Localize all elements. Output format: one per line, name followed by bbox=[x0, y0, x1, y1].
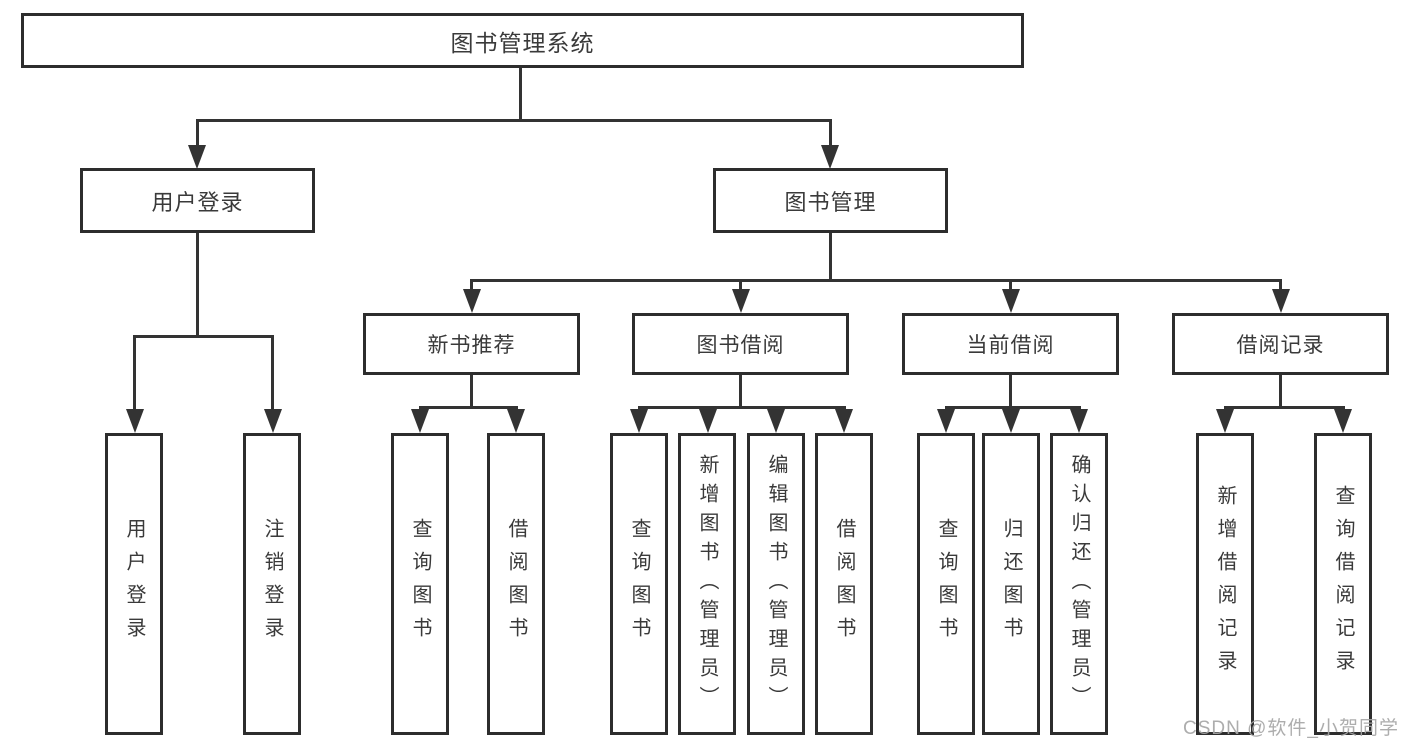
leaf-user-login-label: 用户登录 bbox=[123, 518, 145, 650]
leaf-add-borrow-record-label: 新增借阅记录 bbox=[1214, 485, 1236, 683]
connector-line bbox=[470, 279, 473, 291]
connector-line bbox=[1224, 406, 1345, 409]
leaf-recommend-borrow-books: 借阅图书 bbox=[487, 433, 545, 735]
connector-line bbox=[1279, 375, 1282, 409]
leaf-edit-books-admin-label: 编辑图书（管理员） bbox=[765, 453, 787, 715]
connector-line bbox=[133, 335, 274, 338]
leaf-return-books: 归还图书 bbox=[982, 433, 1040, 735]
arrowhead-down-icon bbox=[126, 409, 144, 433]
leaf-user-login: 用户登录 bbox=[105, 433, 163, 735]
node-borrow-records-label: 借阅记录 bbox=[1236, 334, 1325, 357]
watermark: CSDN @软件_小贺同学 bbox=[1183, 718, 1399, 739]
connector-line bbox=[1009, 375, 1012, 409]
leaf-confirm-return-admin: 确认归还（管理员） bbox=[1050, 433, 1108, 735]
node-current-borrow: 当前借阅 bbox=[902, 313, 1119, 375]
connector-line bbox=[196, 233, 199, 338]
node-current-borrow-label: 当前借阅 bbox=[966, 334, 1055, 357]
connector-line bbox=[739, 375, 742, 409]
leaf-query-borrow-record-label: 查询借阅记录 bbox=[1332, 485, 1354, 683]
leaf-borrow-query-books-label: 查询图书 bbox=[628, 518, 650, 650]
arrowhead-down-icon bbox=[835, 409, 853, 433]
connector-line bbox=[419, 406, 518, 409]
leaf-add-books-admin-label: 新增图书（管理员） bbox=[696, 453, 718, 715]
arrowhead-down-icon bbox=[463, 289, 481, 313]
arrowhead-down-icon bbox=[732, 289, 750, 313]
leaf-return-books-label: 归还图书 bbox=[1000, 518, 1022, 650]
arrowhead-down-icon bbox=[1272, 289, 1290, 313]
connector-line bbox=[519, 68, 522, 121]
arrowhead-down-icon bbox=[1334, 409, 1352, 433]
leaf-recommend-borrow-books-label: 借阅图书 bbox=[505, 518, 527, 650]
arrowhead-down-icon bbox=[821, 145, 839, 169]
leaf-confirm-return-admin-label: 确认归还（管理员） bbox=[1068, 453, 1090, 715]
connector-line bbox=[739, 279, 742, 291]
arrowhead-down-icon bbox=[630, 409, 648, 433]
connector-line bbox=[829, 233, 832, 282]
arrowhead-down-icon bbox=[507, 409, 525, 433]
node-new-book-recommend: 新书推荐 bbox=[363, 313, 580, 375]
leaf-query-borrow-record: 查询借阅记录 bbox=[1314, 433, 1372, 735]
connector-line bbox=[1009, 279, 1012, 291]
connector-line bbox=[133, 335, 136, 409]
connector-line bbox=[638, 406, 846, 409]
arrowhead-down-icon bbox=[767, 409, 785, 433]
leaf-current-query-books-label: 查询图书 bbox=[935, 518, 957, 650]
arrowhead-down-icon bbox=[699, 409, 717, 433]
leaf-logout: 注销登录 bbox=[243, 433, 301, 735]
arrowhead-down-icon bbox=[1002, 289, 1020, 313]
leaf-recommend-query-books-label: 查询图书 bbox=[409, 518, 431, 650]
node-book-borrow: 图书借阅 bbox=[632, 313, 849, 375]
connector-line bbox=[196, 119, 832, 122]
arrowhead-down-icon bbox=[411, 409, 429, 433]
connector-line bbox=[271, 335, 274, 409]
node-borrow-records: 借阅记录 bbox=[1172, 313, 1389, 375]
node-book-borrow-label: 图书借阅 bbox=[696, 334, 785, 357]
leaf-recommend-query-books: 查询图书 bbox=[391, 433, 449, 735]
arrowhead-down-icon bbox=[1070, 409, 1088, 433]
connector-line bbox=[470, 375, 473, 409]
connector-line bbox=[470, 279, 1282, 282]
arrowhead-down-icon bbox=[188, 145, 206, 169]
node-root-label: 图书管理系统 bbox=[450, 29, 595, 56]
node-root: 图书管理系统 bbox=[21, 13, 1024, 68]
node-user-login-label: 用户登录 bbox=[151, 189, 244, 215]
connector-line bbox=[1279, 279, 1282, 291]
leaf-borrow-books: 借阅图书 bbox=[815, 433, 873, 735]
leaf-add-books-admin: 新增图书（管理员） bbox=[678, 433, 736, 735]
node-new-book-recommend-label: 新书推荐 bbox=[427, 334, 516, 357]
leaf-edit-books-admin: 编辑图书（管理员） bbox=[747, 433, 805, 735]
connector-line bbox=[945, 406, 1081, 409]
arrowhead-down-icon bbox=[937, 409, 955, 433]
connector-line bbox=[829, 119, 832, 149]
leaf-current-query-books: 查询图书 bbox=[917, 433, 975, 735]
arrowhead-down-icon bbox=[1002, 409, 1020, 433]
arrowhead-down-icon bbox=[264, 409, 282, 433]
arrowhead-down-icon bbox=[1216, 409, 1234, 433]
connector-line bbox=[196, 119, 199, 149]
leaf-add-borrow-record: 新增借阅记录 bbox=[1196, 433, 1254, 735]
node-book-management-label: 图书管理 bbox=[784, 189, 877, 215]
leaf-borrow-query-books: 查询图书 bbox=[610, 433, 668, 735]
node-book-management: 图书管理 bbox=[713, 168, 948, 233]
node-user-login: 用户登录 bbox=[80, 168, 315, 233]
leaf-logout-label: 注销登录 bbox=[261, 518, 283, 650]
leaf-borrow-books-label: 借阅图书 bbox=[833, 518, 855, 650]
